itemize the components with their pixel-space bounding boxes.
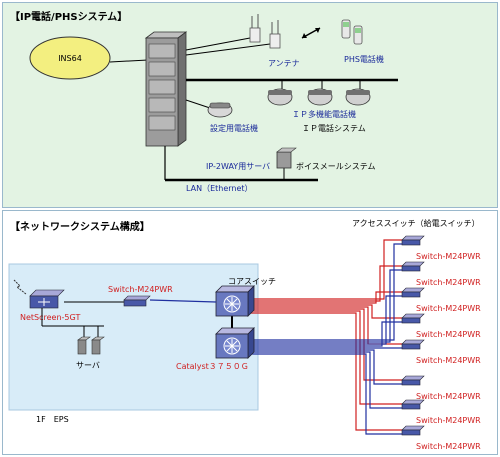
netscreen-label: NetScreen-5GT xyxy=(20,313,80,322)
ins64-label: INS64 xyxy=(58,54,82,63)
server-icon xyxy=(77,336,105,355)
access-switch-label-3: Switch-M24PWR xyxy=(416,304,481,313)
catalyst-label: Catalyst３７５０Ｇ xyxy=(176,362,249,371)
switch-m24pwr-icon xyxy=(123,295,151,307)
ip2way-label: IP-2WAY用サーバ xyxy=(206,162,270,171)
ip-phone-label: ＩＰ多機能電話機 xyxy=(292,109,356,119)
access-links xyxy=(246,239,402,435)
core-switch-label: コアスイッチ xyxy=(228,277,276,286)
netscreen-firewall-icon xyxy=(29,289,65,309)
antenna-icon xyxy=(249,14,281,49)
ins-link xyxy=(109,59,149,63)
ip-phone-diagram: INS64 アンテナ PHS電話機 xyxy=(29,14,398,193)
access-switch-label-8: Switch-M24PWR xyxy=(416,442,481,451)
pbx-server-icon xyxy=(144,31,188,147)
setting-phone-icon xyxy=(207,102,233,118)
catalyst-switch-icon xyxy=(215,327,255,359)
lan-label: LAN（Ethernet） xyxy=(186,184,253,193)
setting-phone-label: 設定用電話機 xyxy=(210,123,258,133)
server-label: サーバ xyxy=(76,361,100,370)
access-switch-title: アクセススイッチ（給電スイッチ） xyxy=(352,218,480,228)
floor-label: 1F EPS xyxy=(36,415,69,424)
ip-phs-title: 【IP電話/PHSシステム】 xyxy=(10,12,128,23)
access-switch-label-5: Switch-M24PWR xyxy=(416,356,481,365)
wireless-arrow-icon xyxy=(301,27,321,39)
voicemail-server-icon xyxy=(276,147,297,169)
ip-phone-icon xyxy=(267,88,371,106)
antenna-link-1 xyxy=(185,37,251,51)
phs-label: PHS電話機 xyxy=(344,54,384,64)
phs-phone-icon xyxy=(341,19,363,45)
switch-m24pwr-label: Switch-M24PWR xyxy=(108,285,173,294)
ins64-cloud xyxy=(29,36,111,80)
access-switch-label-1: Switch-M24PWR xyxy=(416,252,481,261)
voicemail-label: ボイスメールシステム xyxy=(296,162,376,171)
access-switch-label-6: Switch-M24PWR xyxy=(416,392,481,401)
ip-system-label: ＩＰ電話システム xyxy=(302,123,366,133)
access-switch-icons xyxy=(401,235,425,436)
core-switch-icon xyxy=(215,285,255,317)
access-switch-label-2: Switch-M24PWR xyxy=(416,278,481,287)
access-switch-label-7: Switch-M24PWR xyxy=(416,416,481,425)
setting-phone-link xyxy=(185,99,211,109)
network-title: 【ネットワークシステム構成】 xyxy=(10,222,150,233)
antenna-label: アンテナ xyxy=(268,59,300,68)
antenna-link-2 xyxy=(185,43,271,56)
switch-to-core-link xyxy=(149,299,217,303)
access-switch-label-4: Switch-M24PWR xyxy=(416,330,481,339)
lightning-icon xyxy=(13,279,27,295)
